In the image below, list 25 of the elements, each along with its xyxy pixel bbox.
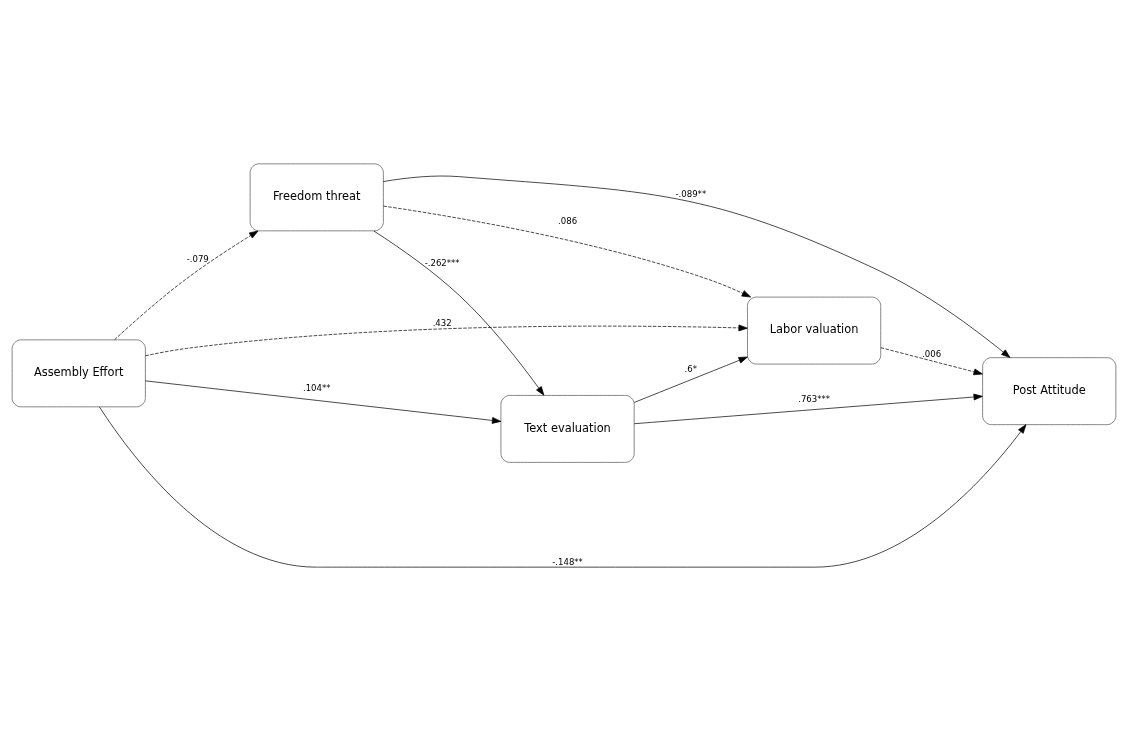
- edge-label: .432: [432, 317, 452, 328]
- edge-label: -.089**: [675, 188, 707, 199]
- arrow: [383, 175, 1011, 358]
- arrow: [633, 356, 748, 403]
- edge-label: -.262***: [424, 257, 460, 268]
- arrow: [145, 380, 502, 424]
- arrow: [383, 205, 752, 297]
- arrow: [373, 230, 545, 396]
- edge-label: -.079: [186, 253, 209, 264]
- node-box: Labor valuation: [747, 296, 882, 364]
- edge-label: .006: [922, 348, 942, 359]
- arrow: [114, 230, 259, 340]
- arrow: [99, 406, 1027, 567]
- arrow: [633, 393, 983, 424]
- node-box: Freedom threat: [249, 163, 384, 231]
- edge-label: .104**: [302, 382, 331, 393]
- edge-label: .6*: [684, 363, 698, 374]
- node-box: Post Attitude: [982, 356, 1117, 425]
- edge-label: -.148**: [552, 556, 583, 567]
- edge-label: .086: [558, 215, 578, 226]
- node-box: Assembly Effort: [11, 339, 146, 407]
- node-box: Text evaluation: [500, 394, 635, 463]
- edge-label: .763***: [798, 393, 831, 404]
- arrow: [145, 324, 748, 356]
- arrow: [880, 346, 983, 375]
